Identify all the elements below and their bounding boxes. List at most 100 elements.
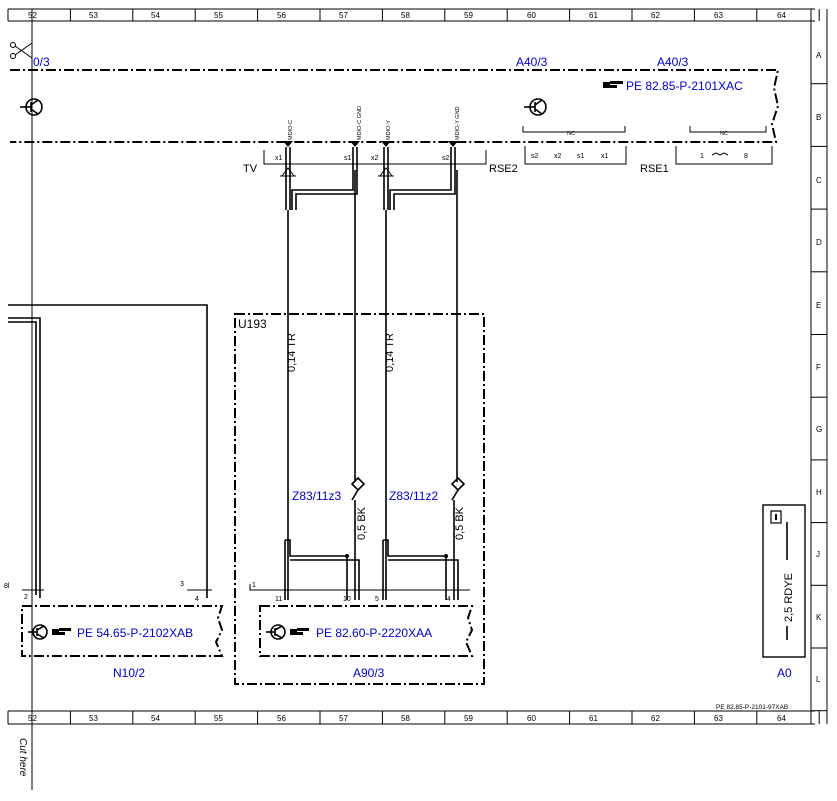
n10-wiring bbox=[8, 304, 212, 598]
a90-pin-5: 5 bbox=[375, 596, 379, 603]
z83-11z3-label: Z83/11z3 bbox=[292, 489, 341, 503]
rse1-connector bbox=[675, 146, 773, 165]
splice-z83-11z2-icon bbox=[450, 476, 466, 501]
a90-connector-line bbox=[249, 584, 470, 591]
col-label: 57 bbox=[339, 714, 348, 723]
component-symbol-icon bbox=[28, 624, 48, 640]
col-label: 56 bbox=[277, 11, 286, 20]
rdye-label: 2,5 RDYE bbox=[783, 573, 795, 622]
row-label: B bbox=[816, 113, 821, 122]
col-label: 56 bbox=[277, 714, 286, 723]
col-label: 55 bbox=[214, 714, 223, 723]
column-ruler bbox=[7, 9, 820, 724]
row-label: L bbox=[816, 675, 821, 684]
tv-connector-bracket bbox=[263, 150, 487, 165]
lower-wiring-1 bbox=[284, 500, 360, 600]
col-label: 58 bbox=[401, 714, 410, 723]
col-label: 64 bbox=[777, 11, 786, 20]
col-label: 61 bbox=[589, 714, 598, 723]
pin-x1: x1 bbox=[275, 155, 283, 162]
row-label: C bbox=[816, 176, 822, 185]
a90-pin-11: 11 bbox=[275, 596, 282, 603]
rse2-nc-label: NC bbox=[567, 131, 575, 137]
rse1-pin-1: 1 bbox=[700, 153, 704, 160]
col-label: 53 bbox=[89, 714, 98, 723]
col-label: 54 bbox=[151, 11, 160, 20]
wire-pair-1 bbox=[285, 147, 358, 600]
row-label: F bbox=[816, 363, 821, 372]
col-label: 55 bbox=[214, 11, 223, 20]
n10-2-label: N10/2 bbox=[113, 666, 145, 680]
hand-pointer-icon bbox=[52, 628, 71, 635]
pin-s1: s1 bbox=[344, 155, 352, 162]
wire-label-4: 0,5 BK bbox=[454, 506, 466, 540]
col-label: 62 bbox=[651, 714, 660, 723]
row-label: A bbox=[816, 51, 822, 60]
hand-pointer-icon bbox=[290, 628, 309, 635]
col-label: 64 bbox=[777, 714, 786, 723]
hand-pointer-icon bbox=[603, 81, 623, 88]
rse2-connector bbox=[524, 146, 627, 165]
n10-pin-4: 4 bbox=[195, 596, 199, 603]
col-label: 62 bbox=[651, 11, 660, 20]
pin-mdio-c-gnd: MDIO-C GND bbox=[357, 106, 363, 140]
rse1-nc-bracket bbox=[689, 126, 767, 133]
n10-pin-3: 3 bbox=[180, 581, 184, 588]
ref-top-left: 0/3 bbox=[33, 55, 50, 69]
rse1-nc-label: NC bbox=[720, 131, 728, 137]
wire-label-2: 0,14 TR bbox=[384, 333, 396, 372]
rse2-pin: x2 bbox=[554, 153, 562, 160]
row-label: E bbox=[816, 301, 821, 310]
wire-pair-2 bbox=[383, 147, 458, 600]
u193-label: U193 bbox=[238, 317, 267, 331]
a0-label: A0 bbox=[777, 666, 792, 680]
rse2-pin: x1 bbox=[601, 153, 609, 160]
col-label: 52 bbox=[28, 11, 37, 20]
a90-pin-4: 4 bbox=[447, 596, 451, 603]
row-labels: A B C D E F G H J K L bbox=[816, 51, 822, 684]
a0-label-bg bbox=[780, 560, 794, 626]
n10-pin-2: 2 bbox=[24, 594, 28, 601]
rse2-pin: s2 bbox=[531, 153, 539, 160]
col-label: 60 bbox=[527, 11, 536, 20]
rse2-label: RSE2 bbox=[489, 163, 518, 175]
rse2-pin: s1 bbox=[577, 153, 585, 160]
footer-ref: PE 82.85-P-2101-97XAB bbox=[716, 704, 788, 711]
col-label: 52 bbox=[28, 714, 37, 723]
pin-mdio-y-gnd: MDIO-Y GND bbox=[455, 106, 461, 140]
col-label: 59 bbox=[464, 11, 473, 20]
col-label: 54 bbox=[151, 714, 160, 723]
col-label: 60 bbox=[527, 714, 536, 723]
col-label: 57 bbox=[339, 11, 348, 20]
z83-11z2-label: Z83/11z2 bbox=[389, 489, 438, 503]
scissors-icon bbox=[10, 42, 33, 59]
col-label: 53 bbox=[89, 11, 98, 20]
tv-label: TV bbox=[243, 163, 258, 175]
pe-top-ref: PE 82.85-P-2101XAC bbox=[626, 79, 743, 93]
shield-triangle-icon bbox=[280, 167, 394, 177]
col-label: 63 bbox=[714, 11, 723, 20]
a40-3-right-label: A40/3 bbox=[657, 55, 689, 69]
cut-here-label: Cut here bbox=[17, 738, 28, 777]
rse2-nc-bracket bbox=[522, 126, 626, 133]
wire-label-3: 0,5 BK bbox=[356, 506, 368, 540]
n10-pin-bl: 8l bbox=[4, 583, 10, 590]
row-label: G bbox=[816, 425, 822, 434]
column-labels-bottom: 52 53 54 55 56 57 58 59 60 61 62 63 64 bbox=[28, 714, 786, 723]
col-label: 59 bbox=[464, 714, 473, 723]
column-labels-top: 52 53 54 55 56 57 58 59 60 61 62 63 64 bbox=[28, 11, 786, 20]
pin-mdio-y: MDIO-Y bbox=[386, 120, 392, 140]
row-dividers bbox=[811, 83, 827, 712]
u193-box bbox=[234, 313, 485, 685]
pe-a90-ref: PE 82.60-P-2220XAA bbox=[316, 626, 432, 640]
rse1-label: RSE1 bbox=[640, 163, 669, 175]
pin-mdio-c: MDIO-C bbox=[288, 120, 294, 140]
component-symbol-icon bbox=[524, 98, 547, 116]
col-label: 63 bbox=[714, 714, 723, 723]
pin-x2: x2 bbox=[371, 155, 379, 162]
pin-s2: s2 bbox=[442, 155, 450, 162]
a0-box bbox=[762, 504, 806, 658]
a90-pin-1: 1 bbox=[252, 582, 256, 589]
component-symbol-icon bbox=[266, 624, 286, 640]
